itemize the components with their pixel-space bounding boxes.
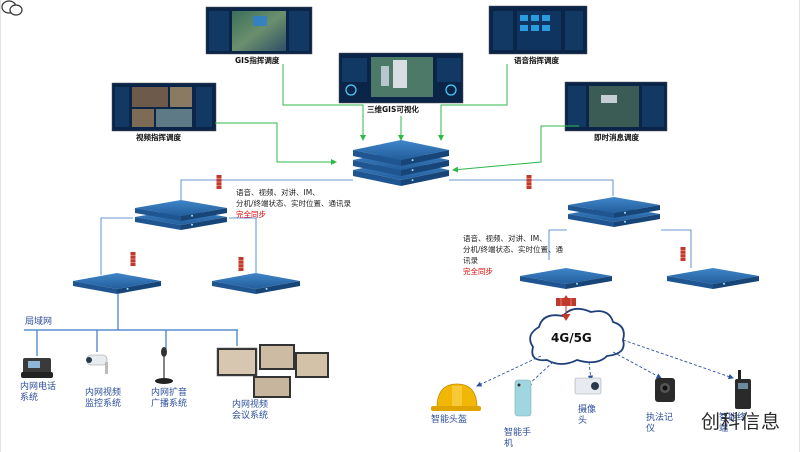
radio-terminal-icon: [735, 370, 751, 409]
lan-bus: [24, 293, 238, 356]
label-conference: 内网视频 会议系统: [232, 400, 269, 421]
label-radio-terminal: 智能终 端: [719, 413, 747, 434]
sync-left-line3: 完全同步: [236, 210, 266, 219]
right-server-icon: [568, 197, 660, 227]
firewall-icon: [238, 257, 244, 271]
screen-3d-gis: [338, 52, 464, 104]
left-server-icon: [135, 200, 227, 230]
right-edge-server-1-icon: [520, 268, 612, 289]
firewall-to-cloud: [561, 295, 571, 321]
firewall-icon: [680, 247, 686, 261]
microphone-icon: [155, 347, 173, 384]
lan-label: 局域网: [25, 317, 53, 327]
sync-note-right: 语音、视频、对讲、IM、 分机/终端状态、实时位置、通 讯录 完全同步: [463, 233, 563, 277]
label-3d-gis: 三维GIS可视化: [367, 105, 419, 114]
wireless-links: [476, 339, 734, 387]
label-phone-system: 内网电话 系统: [20, 382, 57, 403]
firewall-icon: [130, 252, 136, 266]
label-broadcast: 内网扩音 广播系统: [151, 388, 188, 409]
sync-right-line2: 分机/终端状态、实时位置、通: [463, 245, 564, 254]
label-body-camera: 执法记 仪: [646, 413, 674, 434]
left-edge-server-1-icon: [73, 273, 161, 294]
smartphone-icon: [514, 379, 532, 417]
sync-note-left: 语音、视频、对讲、IM、 分机/终端状态、实时位置、通讯录 完全同步: [236, 187, 351, 220]
helmet-icon: [431, 383, 481, 411]
firewall-icon: [216, 175, 222, 189]
sync-right-line4: 完全同步: [463, 267, 493, 276]
screen-video-dispatch: [111, 82, 217, 132]
video-conference-icon: [216, 344, 329, 398]
watermark: 创科信息: [700, 411, 781, 433]
sync-left-line1: 语音、视频、对讲、IM、: [236, 188, 320, 197]
body-camera-icon: [655, 378, 675, 402]
blue-links: [100, 179, 692, 275]
screen-voice-dispatch: [488, 5, 588, 55]
wechat-logo-icon: [1, 0, 23, 16]
label-voice-dispatch: 语音指挥调度: [514, 56, 559, 65]
firewall-icon: [526, 175, 532, 189]
left-edge-server-2-icon: [212, 273, 300, 294]
security-camera-icon: [86, 354, 108, 374]
firewall-group: [130, 175, 686, 306]
cloud-4g5g: [529, 307, 625, 365]
label-helmet: 智能头盔: [431, 415, 468, 425]
label-instant-msg: 即时消息调度: [594, 133, 639, 142]
screen-instant-msg: [564, 81, 668, 132]
sync-left-line2: 分机/终端状态、实时位置、通讯录: [236, 199, 352, 208]
ip-phone-icon: [21, 358, 53, 378]
label-video-dispatch: 视频指挥调度: [136, 133, 181, 142]
label-video-monitor: 内网视频 监控系统: [85, 388, 122, 409]
camera-icon: [574, 377, 602, 395]
green-arrows: [215, 64, 579, 173]
server-group: [73, 140, 759, 294]
network-4g5g-label: 4G/5G: [551, 331, 592, 345]
screen-gis-dispatch: [205, 6, 313, 55]
label-gis-dispatch: GIS指挥调度: [235, 56, 280, 65]
sync-right-line1: 语音、视频、对讲、IM、: [463, 234, 547, 243]
core-server-icon: [353, 140, 449, 186]
label-smartphone: 智能手 机: [504, 428, 532, 449]
label-camera: 摄像 头: [578, 405, 597, 426]
sync-right-line3: 讯录: [463, 256, 478, 265]
right-edge-server-2-icon: [667, 268, 759, 289]
